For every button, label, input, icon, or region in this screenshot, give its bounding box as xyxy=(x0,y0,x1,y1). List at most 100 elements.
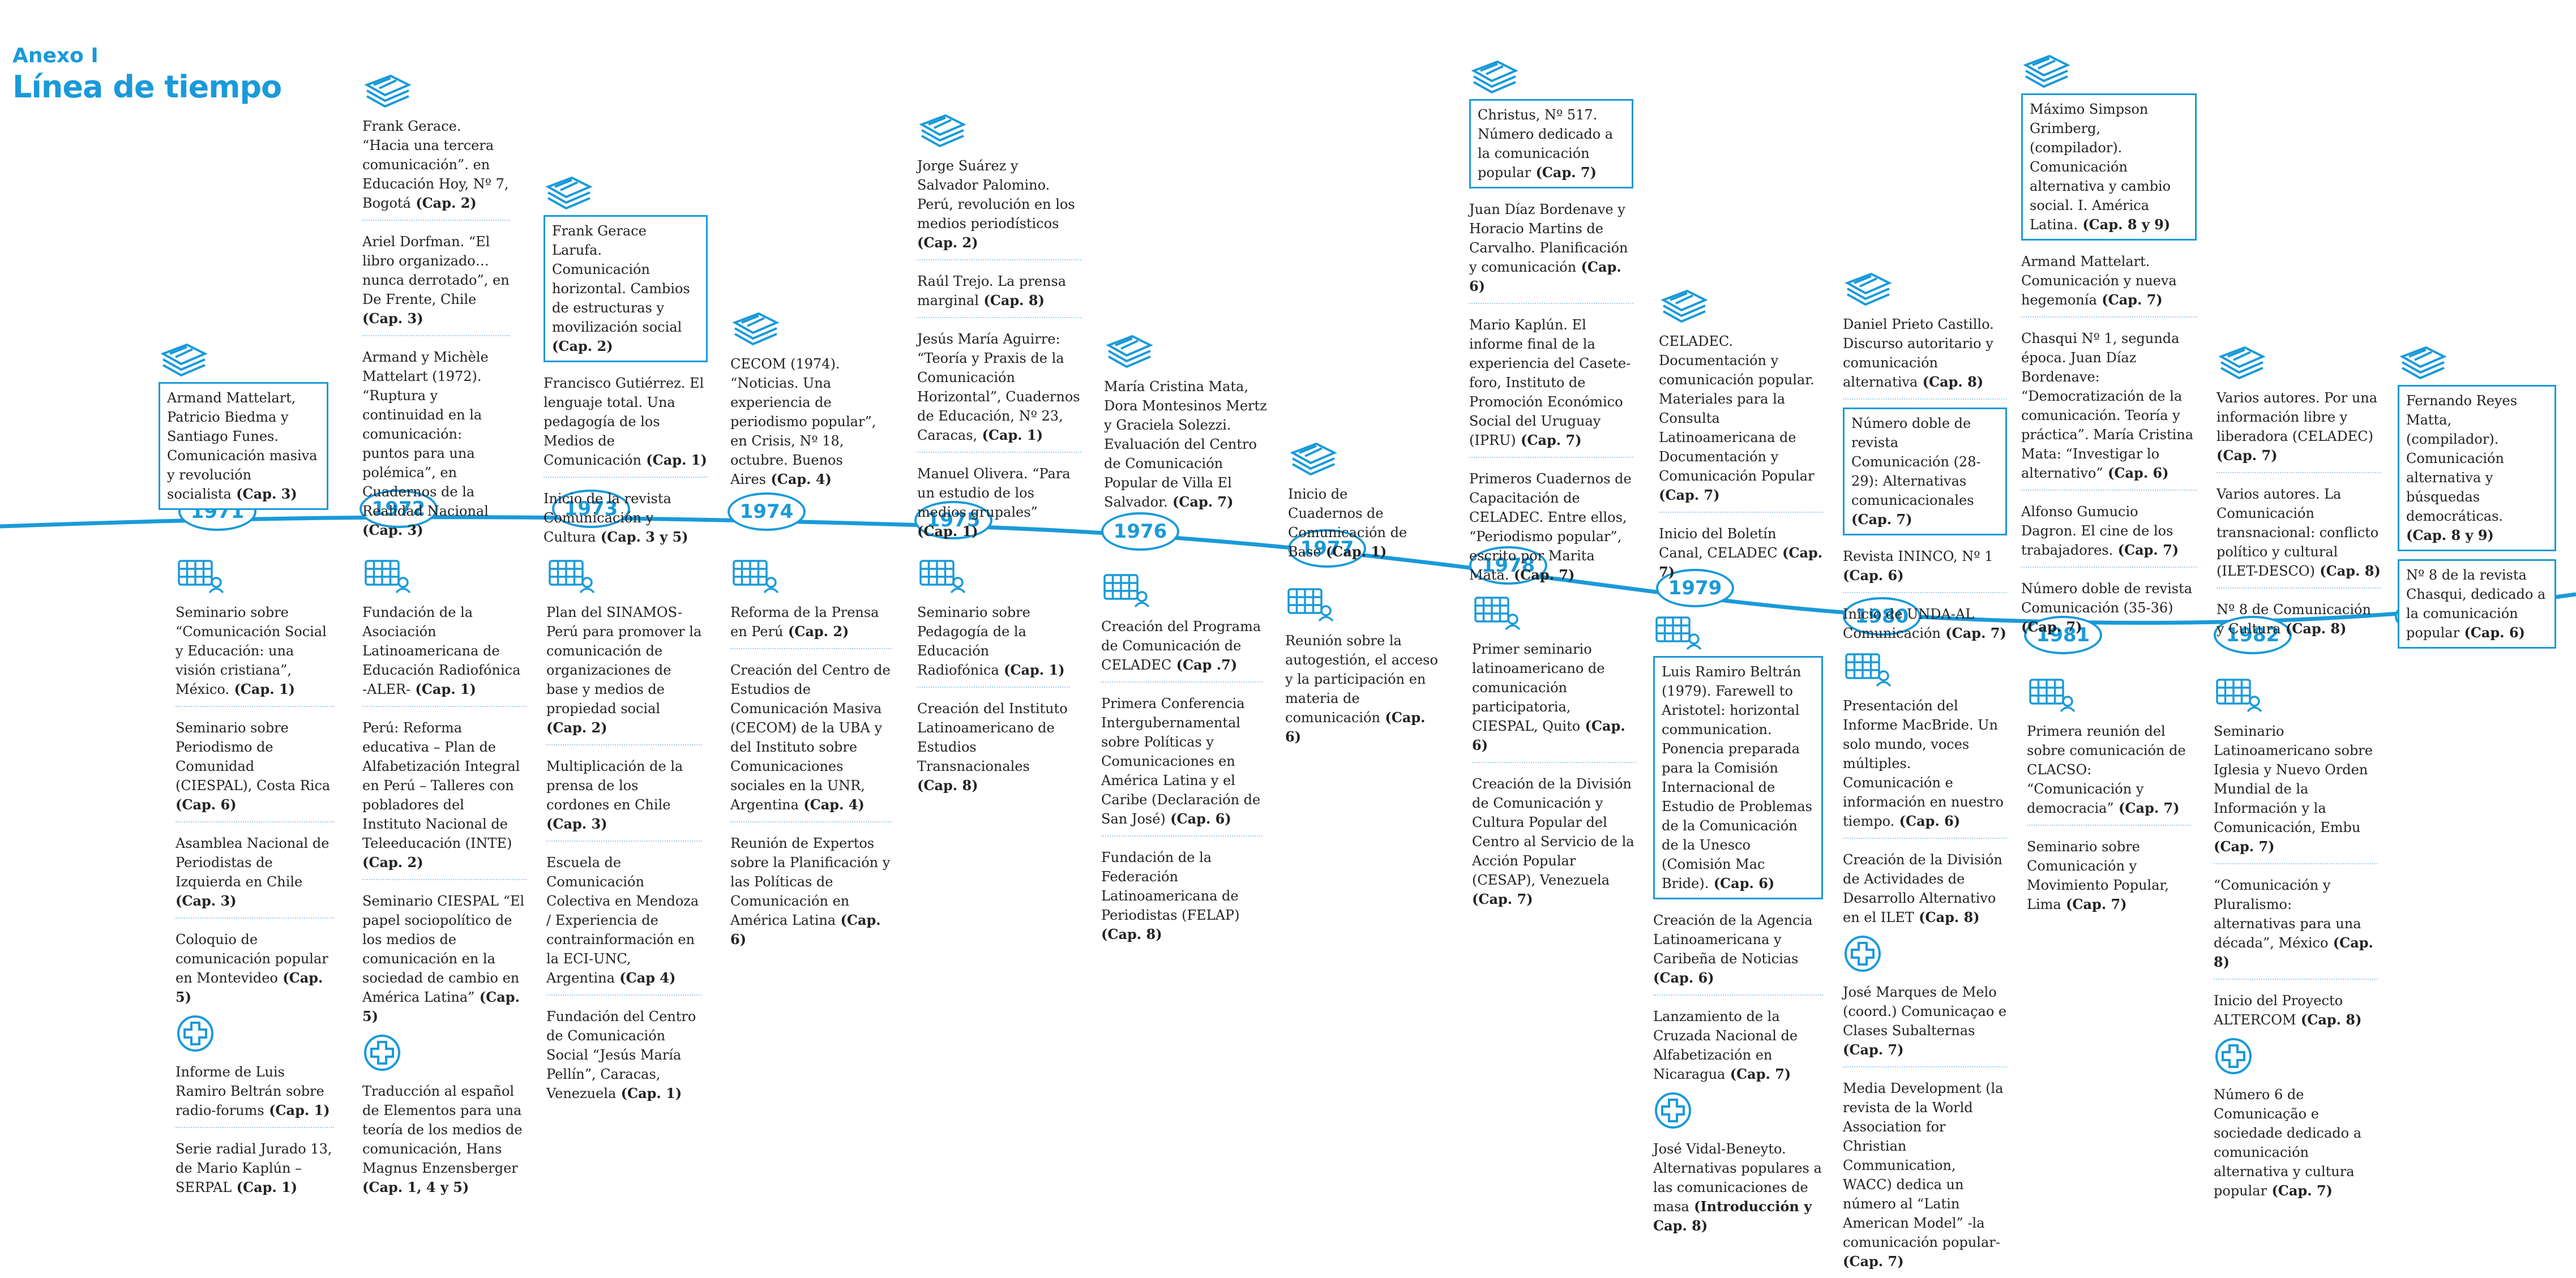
entry-text: Serie radial Jurado 13, de Mario Kaplún … xyxy=(176,1141,332,1195)
publications-1976: María Cristina Mata, Dora Montesinos Mer… xyxy=(1104,328,1268,518)
timeline-entry: Reforma de la Prensa en Perú (Cap. 2) xyxy=(730,599,892,649)
plus-circle-icon xyxy=(177,1015,213,1052)
timeline-entry: Nº 8 de la revista Chasqui, dedicado a l… xyxy=(2398,559,2556,649)
entry-text: Perú: Reforma educativa – Plan de Alfabe… xyxy=(362,720,520,851)
entry-chapter: (Cap. 6) xyxy=(1165,810,1231,827)
timeline-entry: Número doble de revista Comunicación (28… xyxy=(1843,408,2007,535)
entry-chapter: (Cap. 7) xyxy=(1843,1253,1904,1270)
timeline-entry: Seminario CIESPAL “El papel sociopolític… xyxy=(362,888,527,1033)
entry-chapter: (Cap. 2) xyxy=(552,338,613,354)
timeline-entry: Media Development (la revista de la Worl… xyxy=(1843,1075,2007,1278)
entry-chapter: (Cap. 5) xyxy=(362,989,520,1024)
timeline-entry: Creación del Programa de Comunicación de… xyxy=(1101,614,1263,683)
timeline-entry: Multiplicación de la prensa de los cordo… xyxy=(546,753,702,842)
entry-text: “Comunicación y Pluralismo: alternativas… xyxy=(2214,877,2361,951)
entry-chapter: (Cap. 8) xyxy=(1918,374,1984,390)
entry-text: Raúl Trejo. La prensa marginal xyxy=(917,273,1067,308)
entry-chapter: (Cap. 7) xyxy=(2214,838,2275,855)
books-icon xyxy=(1290,442,1337,475)
books-icon xyxy=(1661,289,1708,323)
entry-text: Primeros Cuadernos de Capacitación de CE… xyxy=(1469,471,1632,583)
entry-text: Lanzamiento de la Cruzada Nacional de Al… xyxy=(1653,1009,1798,1082)
timeline-entry: Fundación del Centro de Comunicación Soc… xyxy=(546,1003,702,1110)
entry-text: Inicio del Proyecto ALTERCOM xyxy=(2214,993,2343,1028)
entry-chapter: (Cap. 8 y 9) xyxy=(2077,216,2171,233)
entry-text: Nº 8 de la revista Chasqui, dedicado a l… xyxy=(2406,567,2546,641)
events-1973: Plan del SINAMOS-Perú para promover la c… xyxy=(546,557,702,1110)
meeting-grid-icon xyxy=(365,560,411,594)
entry-text: Reunión sobre la autogestión, el acceso … xyxy=(1285,633,1438,726)
timeline-entry: José Marques de Melo (coord.) Comunicaça… xyxy=(1843,979,2007,1067)
publications-1978: Christus, Nº 517. Número dedicado a la c… xyxy=(1469,54,1633,591)
entry-text: Armand Mattelart. Comunicación y nueva h… xyxy=(2021,254,2177,308)
publications-1971: Armand Mattelart, Patricio Biedma y Sant… xyxy=(159,337,328,518)
entry-text: Media Development (la revista de la Worl… xyxy=(1843,1080,2004,1250)
timeline-entry: Escuela de Comunicación Colectiva en Men… xyxy=(546,850,702,996)
timeline-entry: Jesús María Aguirre: “Teoría y Praxis de… xyxy=(917,326,1081,453)
entry-chapter: (Cap. 1, 4 y 5) xyxy=(362,1179,469,1195)
books-icon xyxy=(545,176,593,209)
entry-chapter: (Cap 4) xyxy=(614,970,676,986)
books-icon xyxy=(919,114,966,147)
timeline-entry: Ariel Dorfman. “El libro organizado… nun… xyxy=(362,229,510,336)
timeline-entry: Primera Conferencia Intergubernamental s… xyxy=(1101,691,1263,837)
entry-text: Inicio de UNDA-AL Comunicación xyxy=(1843,606,1975,641)
timeline-entry: Juan Díaz Bordenave y Horacio Martins de… xyxy=(1469,196,1633,304)
plus-circle-icon xyxy=(364,1035,400,1071)
timeline-entry: Varios autores. Por una información libr… xyxy=(2216,385,2381,473)
entry-chapter: (Cap. 4) xyxy=(766,471,832,487)
timeline-entry: Christus, Nº 517. Número dedicado a la c… xyxy=(1469,99,1633,188)
events-1974: Reforma de la Prensa en Perú (Cap. 2) Cre… xyxy=(730,557,892,956)
meeting-grid-icon xyxy=(1845,653,1892,687)
entry-text: Seminario CIESPAL “El papel sociopolític… xyxy=(362,893,525,1005)
entry-chapter: (Cap. 7) xyxy=(1843,1041,1904,1058)
year-marker-1973: 1973 xyxy=(552,490,630,528)
books-icon xyxy=(732,312,780,345)
publications-1975: Jorge Suárez y Salvador Palomino. Perú, … xyxy=(917,108,1081,548)
plus-circle-icon xyxy=(1845,936,1881,972)
entry-chapter: (Cap. 1) xyxy=(410,681,476,697)
entry-text: Fundación de la Federación Latinoamerica… xyxy=(1101,850,1240,923)
entry-text: José Vidal-Beneyto. Alternativas popular… xyxy=(1653,1141,1822,1215)
entry-chapter: (Cap. 1) xyxy=(641,452,707,468)
timeline-entry: Primera reunión del sobre comunicación d… xyxy=(2027,718,2191,826)
entry-text: CELADEC. Documentación y comunicación po… xyxy=(1659,333,1815,484)
publications-1981: Máximo Simpson Grimberg, (compilador). C… xyxy=(2021,48,2197,644)
entry-chapter: (Cap. 7) xyxy=(1531,164,1597,181)
entry-chapter: (Cap. 7) xyxy=(2061,896,2127,912)
publications-1977: Inicio de Cuadernos de Comunicación de B… xyxy=(1288,436,1424,568)
year-marker-1978: 1978 xyxy=(1469,546,1547,585)
plus-circle-icon xyxy=(1655,1092,1691,1129)
timeline-entry: Creación del Instituto Latinoamericano d… xyxy=(917,696,1070,802)
entry-chapter: (Cap. 8) xyxy=(2314,563,2381,579)
entry-text: José Marques de Melo (coord.) Comunicaça… xyxy=(1843,984,2007,1039)
year-marker-1982: 1982 xyxy=(2214,616,2292,654)
entry-text: Revista ININCO, Nº 1 xyxy=(1843,548,1993,564)
entry-chapter: (Cap. 1) xyxy=(999,662,1065,678)
timeline-entry: Asamblea Nacional de Periodistas de Izqu… xyxy=(176,830,334,919)
timeline-entry: Lanzamiento de la Cruzada Nacional de Al… xyxy=(1653,1003,1823,1091)
year-marker-1976: 1976 xyxy=(1101,512,1179,551)
year-marker-1975: 1975 xyxy=(914,501,992,539)
books-icon xyxy=(2023,54,2070,88)
timeline-entry: Creación del Centro de Estudios de Comun… xyxy=(730,657,892,822)
entry-chapter: (Cap. 1) xyxy=(977,427,1043,443)
events-1976: Creación del Programa de Comunicación de… xyxy=(1101,572,1263,951)
year-marker-1979: 1979 xyxy=(1656,569,1734,607)
entry-text: Traducción al español de Elementos para … xyxy=(362,1083,523,1176)
entry-text: Escuela de Comunicación Colectiva en Men… xyxy=(546,855,699,986)
entry-chapter: (Cap. 7) xyxy=(1940,625,2006,641)
timeline-entry: Seminario sobre “Comunicación Social y E… xyxy=(176,599,334,707)
timeline-entry: Jorge Suárez y Salvador Palomino. Perú, … xyxy=(917,153,1081,260)
year-marker-1972: 1972 xyxy=(360,490,438,528)
entry-chapter: (Cap. 2) xyxy=(362,854,423,870)
entry-text: Fundación de la Asociación Latinoamerica… xyxy=(362,604,521,697)
year-marker-1974: 1974 xyxy=(728,492,806,531)
timeline-entry: Número doble de revista Comunicación (35… xyxy=(2021,576,2197,644)
timeline-entry: Chasqui Nº 1, segunda época. Juan Díaz B… xyxy=(2021,325,2197,491)
events-1975: Seminario sobre Pedagogía de la Educació… xyxy=(917,557,1070,802)
timeline-entry: Revista ININCO, Nº 1 (Cap. 6) xyxy=(1843,543,2007,593)
entry-chapter: (Cap. 8) xyxy=(2214,934,2373,970)
entry-text: Número 6 de Comunicação e sociedade dedi… xyxy=(2214,1087,2362,1199)
entry-text: Varios autores. La Comunicación transnac… xyxy=(2216,486,2379,579)
